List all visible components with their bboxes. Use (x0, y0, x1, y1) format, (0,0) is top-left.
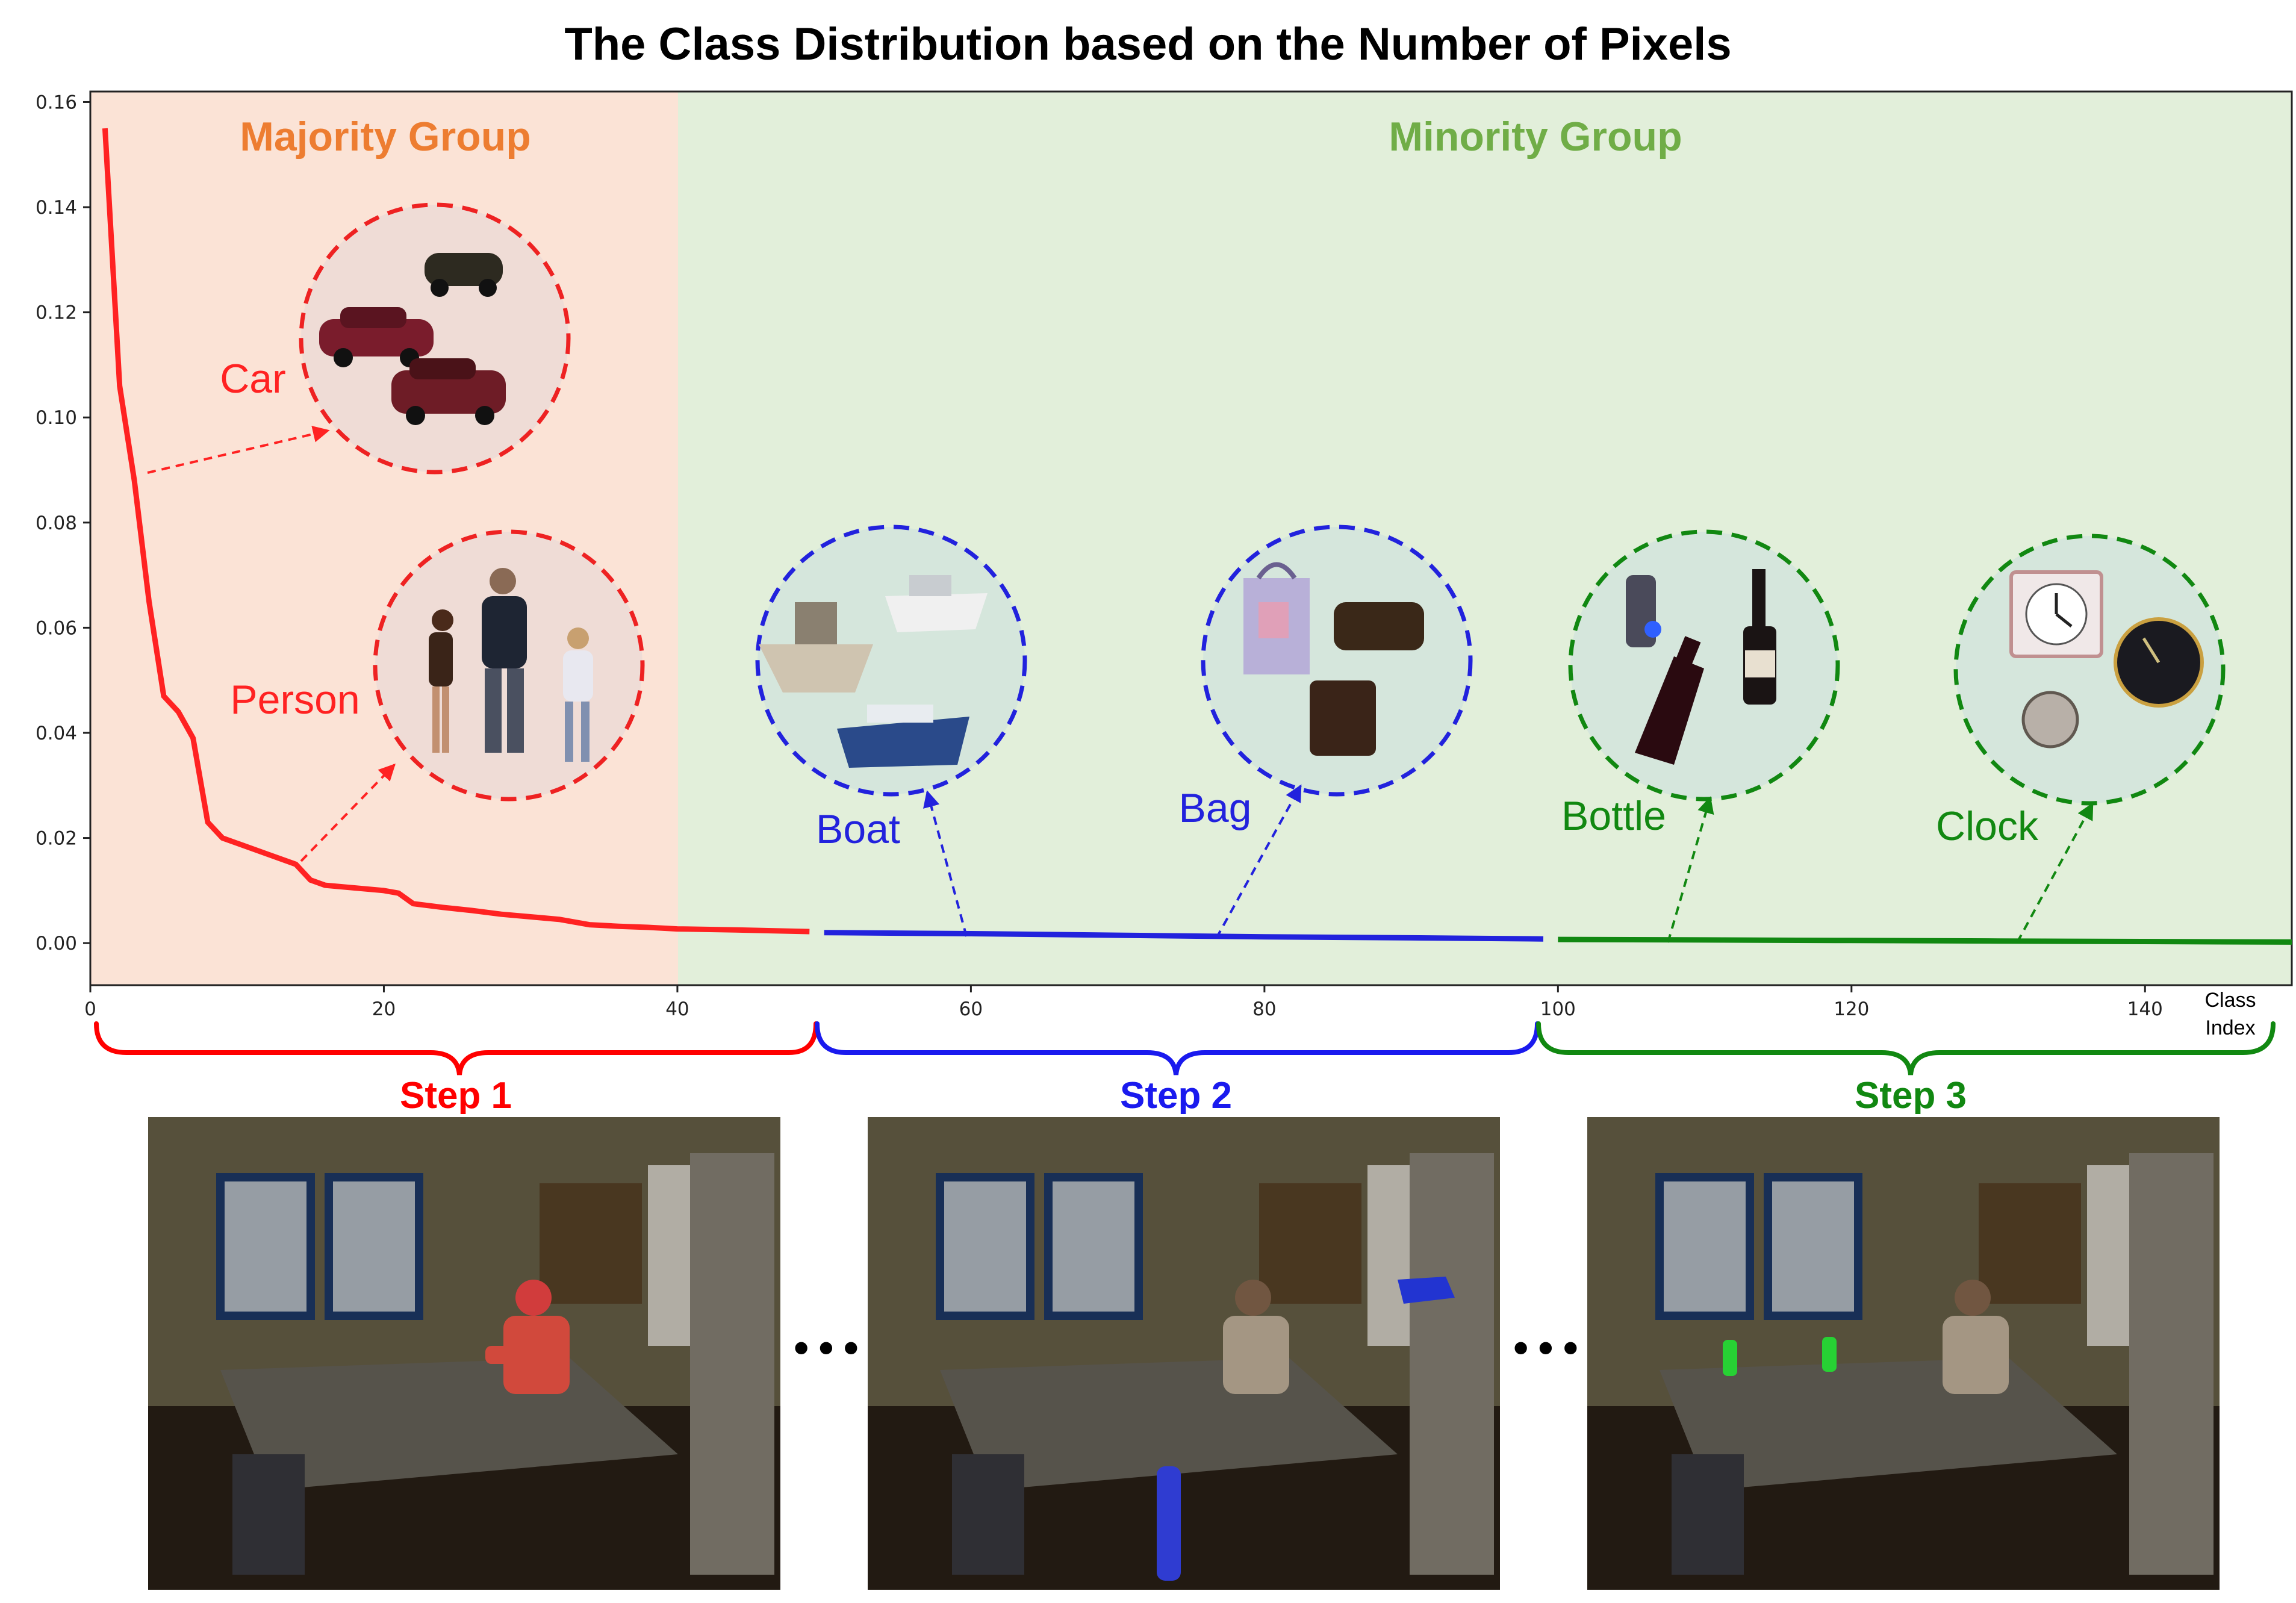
y-tick-label: 0.02 (36, 828, 77, 850)
car-icon (319, 253, 506, 425)
bottle-label: Bottle (1561, 793, 1666, 839)
person-label: Person (230, 677, 359, 723)
step3-label: Step 3 (1855, 1075, 1967, 1114)
bag-arrow (1215, 784, 1302, 939)
y-tick-label: 0.08 (36, 512, 77, 534)
x-tick-label: 60 (959, 998, 983, 1020)
step1-brace (94, 1021, 818, 1075)
x-tick-label: 20 (372, 998, 396, 1020)
series-layer (102, 128, 2292, 945)
person-illustration (373, 529, 645, 802)
minority-group-label: Minority Group (1389, 114, 1682, 160)
majority-group-label: Majority Group (240, 114, 531, 160)
y-tick-label: 0.04 (36, 723, 77, 744)
person-icon (429, 568, 593, 762)
y-tick-label: 0.16 (36, 92, 77, 113)
series-line-2 (824, 930, 1544, 942)
boat-label: Boat (816, 806, 900, 852)
step2-label: Step 2 (1120, 1075, 1232, 1114)
series-line-3 (1558, 936, 2292, 945)
step3-photo (1587, 1117, 2220, 1590)
y-tick-label: 0.06 (36, 617, 77, 639)
y-tick-label: 0.10 (36, 407, 77, 429)
step-braces (94, 1021, 2276, 1075)
step1-photo (148, 1117, 780, 1590)
x-tick-label: 0 (84, 998, 96, 1020)
x-tick-label: 140 (2127, 998, 2163, 1020)
annotation-arrows (147, 426, 2094, 943)
clock-illustration (1953, 534, 2226, 806)
step2-photo (868, 1117, 1500, 1590)
car-illustration (299, 202, 571, 475)
chart-title: The Class Distribution based on the Numb… (564, 19, 1732, 70)
step3-brace (1536, 1021, 2276, 1075)
x-tick-label: 80 (1252, 998, 1276, 1020)
ellipsis-2: ••• (1508, 1325, 1583, 1374)
x-axis: 0 20 40 60 80 100 120 140 (84, 985, 2163, 1020)
car-label: Car (220, 356, 286, 402)
y-axis: 0.00 0.02 0.04 0.06 0.08 0.10 0.12 0.14 0.16 (36, 92, 90, 954)
x-tick-label: 120 (1834, 998, 1869, 1020)
bag-mask (1157, 1277, 1455, 1581)
class-distribution-chart: 0.00 0.02 0.04 0.06 0.08 0.10 0.12 0.14 0.16 0 20… (36, 90, 2293, 1114)
x-tick-label: 40 (665, 998, 689, 1020)
boat-arrow (923, 790, 968, 937)
x-axis-label-line1: Class (2204, 989, 2256, 1012)
bottle-illustration (1568, 529, 1840, 802)
bag-label: Bag (1179, 785, 1252, 831)
x-tick-label: 100 (1540, 998, 1576, 1020)
y-tick-label: 0.00 (36, 933, 77, 954)
bottle-icon (1626, 569, 1776, 765)
step2-brace (815, 1021, 1540, 1075)
y-tick-label: 0.14 (36, 197, 77, 219)
car-arrow (147, 426, 330, 474)
ellipsis-1: ••• (789, 1325, 863, 1374)
person-arrow (300, 763, 396, 862)
person-mask (485, 1280, 570, 1394)
bottle-mask (1723, 1337, 1837, 1376)
bag-icon (1243, 562, 1424, 756)
series-line-1 (102, 128, 810, 935)
x-axis-label-line2: Index (2205, 1016, 2255, 1039)
bottle-arrow (1667, 796, 1714, 943)
clock-icon (2009, 570, 2204, 749)
clock-arrow (2016, 802, 2094, 943)
clock-label: Clock (1936, 803, 2039, 849)
step1-label: Step 1 (400, 1075, 512, 1114)
boat-icon (759, 575, 988, 768)
y-tick-label: 0.12 (36, 302, 77, 324)
plot-frame (89, 90, 2293, 986)
boat-illustration (755, 524, 1027, 797)
bag-illustration (1201, 524, 1473, 797)
